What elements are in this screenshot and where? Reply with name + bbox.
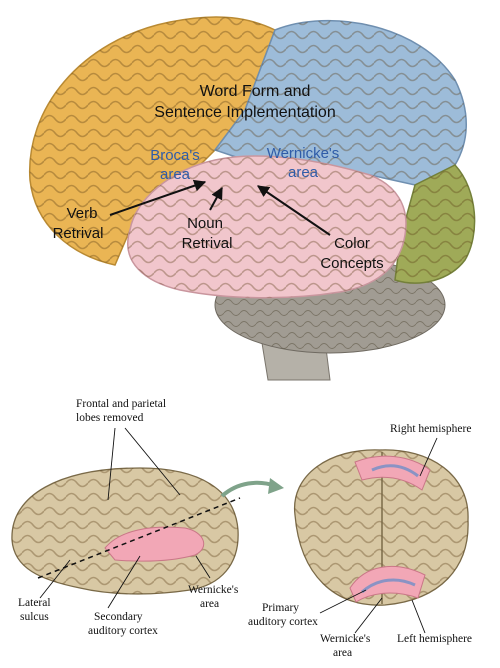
transition-arrow [220, 480, 277, 498]
cut-line [37, 497, 241, 579]
color-concepts-line-2: Concepts [320, 255, 383, 272]
leader-secondary [107, 555, 141, 609]
leader-wernicke-left [195, 555, 211, 579]
frontal-parietal-line-1: Frontal and parietal [76, 398, 166, 410]
wernickes-area-line-2: area [288, 164, 319, 181]
leader-frontal-1 [107, 427, 116, 501]
primary-band-right [371, 464, 419, 478]
leader-wernicke-right [354, 597, 383, 634]
title-line-1: Word Form and [200, 83, 311, 100]
wernicke-right-line-1: Wernicke's [320, 633, 371, 645]
auditory-band-left-hemisphere [349, 565, 426, 603]
verb-arrow [109, 179, 207, 216]
brocas-area-line-2: area [160, 166, 191, 183]
leader-left-hemisphere [411, 599, 426, 634]
verb-retrival-line-2: Retrival [53, 225, 104, 242]
color-arrow [257, 185, 331, 236]
brocas-area-line-1: Broca's [150, 147, 200, 164]
verb-retrival-line-1: Verb [67, 205, 98, 222]
primary-band-left [361, 578, 416, 594]
wernickes-area-line-1: Wernicke's [267, 145, 340, 162]
secondary-auditory-line-2: auditory cortex [88, 625, 158, 637]
leader-lateral [39, 559, 71, 599]
primary-auditory-line-1: Primary [262, 602, 299, 614]
title-line-2: Sentence Implementation [154, 104, 335, 121]
noun-retrival-line-2: Retrival [182, 235, 233, 252]
top-brain-diagram: Word Form and Sentence Implementation Br… [29, 16, 476, 381]
noun-arrow [209, 186, 223, 211]
primary-auditory-line-2: auditory cortex [248, 616, 318, 628]
leader-frontal-2 [124, 427, 181, 496]
left-hemisphere-label: Left hemisphere [397, 633, 472, 645]
lateral-sulcus-line-2: sulcus [20, 611, 49, 623]
auditory-band-right-hemisphere [354, 455, 431, 491]
frontal-parietal-line-2: lobes removed [76, 412, 144, 424]
secondary-auditory-line-1: Secondary [94, 611, 143, 623]
color-concepts-line-1: Color [334, 235, 370, 252]
noun-retrival-line-1: Noun [187, 215, 223, 232]
right-hemisphere-label: Right hemisphere [390, 423, 471, 435]
leader-right-hemisphere [419, 437, 438, 477]
lateral-sulcus-line-1: Lateral [18, 597, 51, 609]
wernicke-left-line-2: area [200, 598, 219, 610]
auditory-region-left [104, 526, 205, 562]
wernicke-left-line-1: Wernicke's [188, 584, 239, 596]
bottom-brain-diagram: Frontal and parietal lobes removed Later… [11, 398, 472, 659]
wernicke-right-line-2: area [333, 647, 352, 659]
leader-primary [319, 589, 367, 614]
